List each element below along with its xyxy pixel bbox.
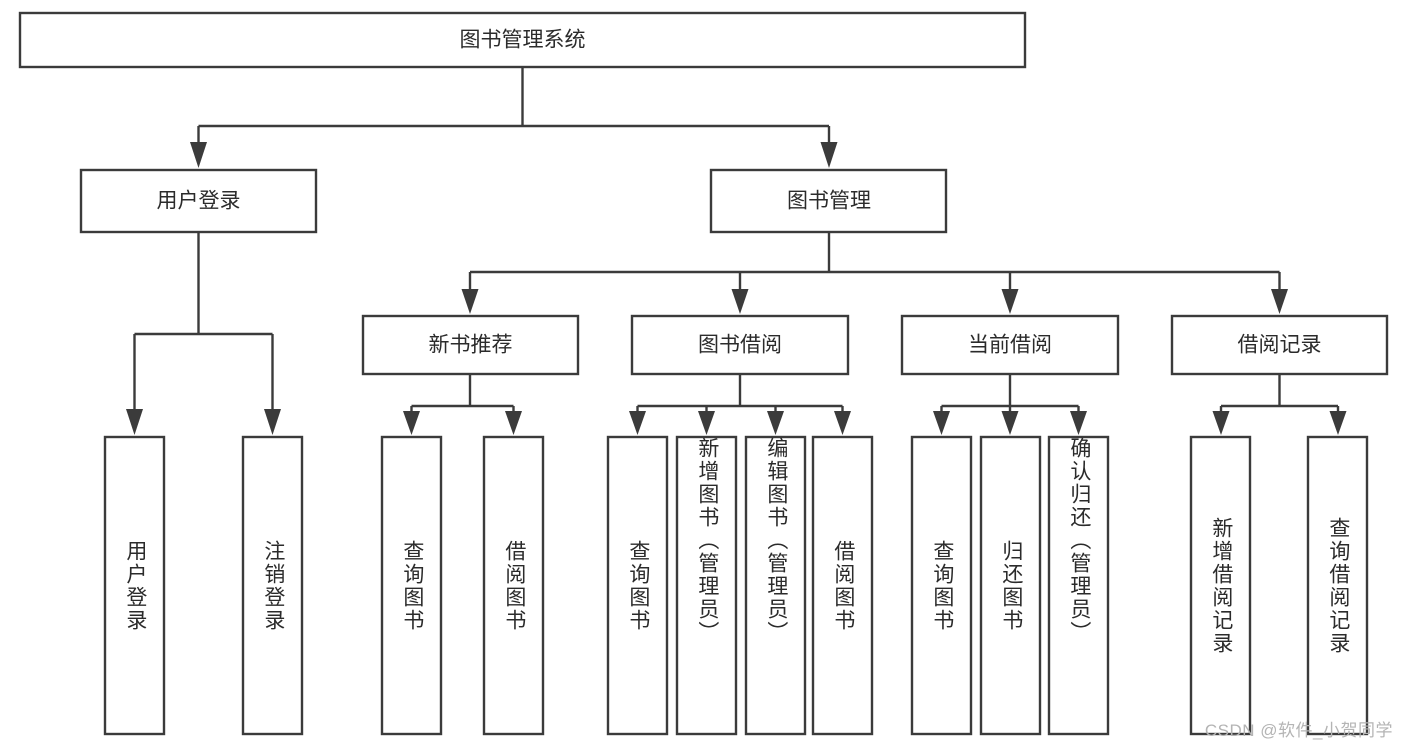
node-root[interactable]: 图书管理系统	[18, 11, 1027, 69]
node-user-login-box	[79, 168, 318, 234]
node-borrow-record-label: 借阅记录	[1238, 334, 1322, 357]
node-current-borrow[interactable]: 当前借阅	[900, 314, 1120, 376]
leaf-boxes	[103, 435, 1369, 736]
node-root-box	[18, 11, 1027, 69]
leaf-confirm-return-box[interactable]	[1047, 435, 1110, 736]
leaf-user-login-box[interactable]	[103, 435, 166, 736]
leaf-add-record-box[interactable]	[1189, 435, 1252, 736]
arrow-head-leaf-confirm-return	[1070, 411, 1087, 435]
leaf-query-book-2-box[interactable]	[606, 435, 669, 736]
node-book-manage-label: 图书管理	[787, 190, 871, 213]
node-current-borrow-box	[900, 314, 1120, 376]
arrow-head-leaf-borrow-book-2	[834, 411, 851, 435]
arrow-head-leaf-query-book-1	[403, 411, 420, 435]
connector-group-root	[190, 67, 838, 168]
node-new-book-recommend-box	[361, 314, 580, 376]
leaf-add-book-box[interactable]	[675, 435, 738, 736]
leaf-borrow-book-2-box[interactable]	[811, 435, 874, 736]
arrow-head-leaf-edit-book	[767, 411, 784, 435]
connector-group-new-book-recommend	[403, 374, 522, 435]
node-book-borrow[interactable]: 图书借阅	[630, 314, 850, 376]
node-user-login-label: 用户登录	[157, 190, 241, 213]
connector-group-current-borrow	[933, 374, 1087, 435]
node-root-label: 图书管理系统	[460, 29, 586, 52]
leaf-logout-login-box[interactable]	[241, 435, 304, 736]
node-current-borrow-label: 当前借阅	[968, 334, 1052, 357]
arrow-head-book-manage	[820, 142, 838, 168]
arrow-head-leaf-query-book-2	[629, 411, 646, 435]
arrow-head-new-book-recommend	[461, 289, 479, 314]
node-book-manage-box	[709, 168, 948, 234]
csdn-watermark: CSDN @软件_小贺同学	[1204, 721, 1393, 740]
leaf-query-book-3-box[interactable]	[910, 435, 973, 736]
arrow-head-leaf-query-book-3	[933, 411, 950, 435]
connector-group-book-manage	[461, 232, 1288, 314]
arrow-head-leaf-add-book	[698, 411, 715, 435]
arrow-head-leaf-user-login	[126, 409, 143, 435]
leaf-return-book-box[interactable]	[979, 435, 1042, 736]
node-book-manage[interactable]: 图书管理	[709, 168, 948, 234]
arrow-head-book-borrow	[731, 289, 749, 314]
arrow-head-leaf-borrow-book-1	[505, 411, 522, 435]
leaf-borrow-book-1-box[interactable]	[482, 435, 545, 736]
arrow-head-leaf-return-book	[1001, 411, 1019, 435]
node-book-borrow-box	[630, 314, 850, 376]
node-borrow-record-box	[1170, 314, 1389, 376]
connector-group-borrow-record	[1212, 374, 1347, 435]
node-new-book-recommend-label: 新书推荐	[429, 334, 513, 357]
node-user-login[interactable]: 用户登录	[79, 168, 318, 234]
arrow-head-leaf-add-record	[1212, 411, 1230, 435]
arrow-head-leaf-query-record	[1329, 411, 1347, 435]
node-new-book-recommend[interactable]: 新书推荐	[361, 314, 580, 376]
arrow-head-user-login	[190, 142, 207, 168]
leaf-query-book-1-box[interactable]	[380, 435, 443, 736]
arrow-head-leaf-logout-login	[264, 409, 281, 435]
leaf-query-record-box[interactable]	[1306, 435, 1369, 736]
node-book-borrow-label: 图书借阅	[698, 334, 782, 357]
arrow-head-borrow-record	[1271, 289, 1288, 314]
leaf-edit-book-box[interactable]	[744, 435, 807, 736]
arrow-head-current-borrow	[1001, 289, 1019, 314]
connector-group-book-borrow	[629, 374, 851, 435]
connector-group-user-login	[126, 232, 281, 435]
node-borrow-record[interactable]: 借阅记录	[1170, 314, 1389, 376]
